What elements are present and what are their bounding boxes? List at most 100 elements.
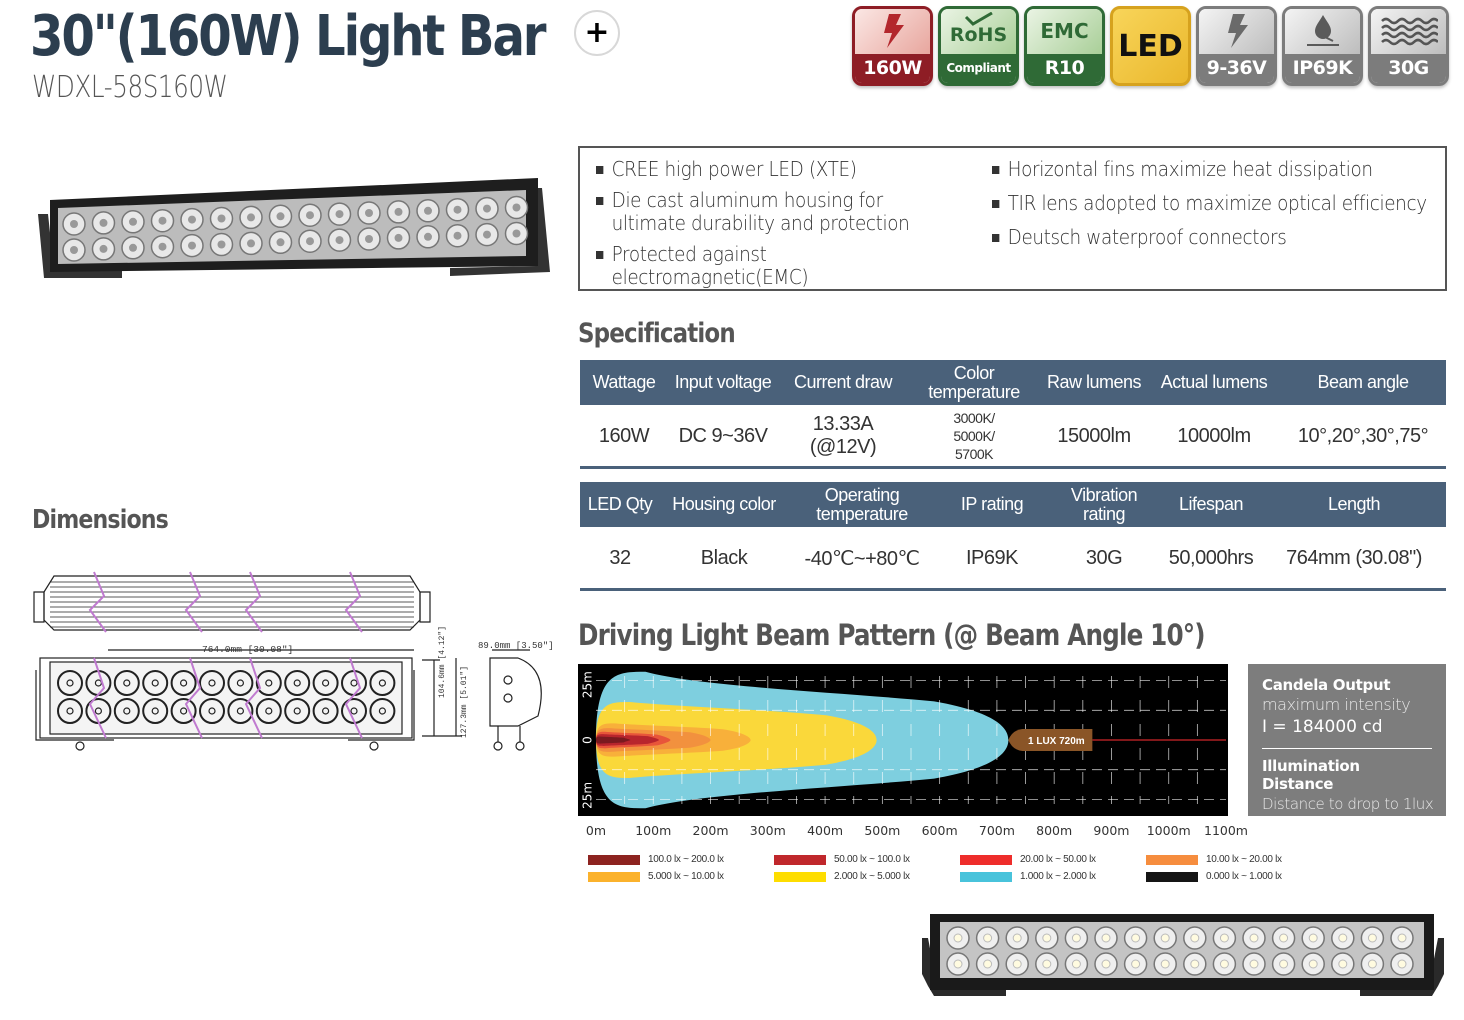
led-center bbox=[378, 679, 386, 687]
led-center bbox=[123, 679, 131, 687]
led-outline bbox=[142, 670, 169, 696]
led-emitter bbox=[1160, 933, 1170, 943]
table-row: 32 Black -40℃~+80℃ IP69K 30G 50,000hrs 7… bbox=[580, 527, 1446, 589]
legend-item: 2.000 lx ~ 5.000 lx bbox=[774, 871, 960, 882]
col-header: Input voltage bbox=[668, 360, 778, 405]
checkmark-icon bbox=[964, 12, 993, 26]
led-emitter bbox=[306, 211, 314, 220]
led-array bbox=[62, 195, 529, 262]
led-outline bbox=[227, 670, 254, 696]
led-emitter bbox=[306, 237, 314, 246]
led-outline bbox=[312, 670, 339, 696]
badge-label: IP69K bbox=[1285, 53, 1360, 83]
legend-label: 20.00 lx ~ 50.00 lx bbox=[1020, 854, 1096, 865]
led-emitter bbox=[217, 240, 226, 249]
led-emitter bbox=[1042, 933, 1052, 943]
front-view-drawing: 764.0mm [30.08"] 104.6mm [4.12"] 127.3mm… bbox=[35, 626, 469, 751]
legend-item: 100.0 lx ~ 200.0 lx bbox=[588, 854, 774, 865]
table-row: 160W DC 9~36V 13.33A (@12V) 3000K/ 5000K… bbox=[580, 405, 1446, 467]
badge-wattage: 160W bbox=[852, 6, 933, 86]
led-emitter bbox=[188, 241, 196, 250]
y-tick-label: 0 bbox=[581, 736, 595, 744]
col-header: Vibration rating bbox=[1048, 482, 1160, 527]
led-emitter bbox=[1249, 959, 1259, 969]
model-number: WDXL-58S160W bbox=[32, 70, 228, 105]
table-cell: 10000lm bbox=[1177, 424, 1251, 447]
col-header: Housing color bbox=[660, 482, 788, 527]
legend-label: 0.000 lx ~ 1.000 lx bbox=[1206, 871, 1282, 882]
legend-label: 100.0 lx ~ 200.0 lx bbox=[648, 854, 724, 865]
led-emitter bbox=[129, 243, 137, 252]
led-emitter bbox=[365, 235, 373, 243]
legend-label: 1.000 lx ~ 2.000 lx bbox=[1020, 871, 1096, 882]
led-center bbox=[378, 707, 386, 715]
legend-label: 2.000 lx ~ 5.000 lx bbox=[834, 871, 910, 882]
led-outline bbox=[170, 698, 197, 724]
water-drop-icon bbox=[1306, 15, 1339, 47]
break-lines bbox=[88, 571, 363, 739]
plus-icon: + bbox=[584, 15, 610, 50]
led-emitter bbox=[1279, 959, 1289, 969]
break-line bbox=[244, 657, 263, 739]
led-emitter bbox=[1101, 959, 1111, 969]
vibration-waves-icon bbox=[1380, 18, 1438, 46]
led-emitter bbox=[394, 233, 403, 242]
x-tick-label: 400m bbox=[807, 823, 843, 838]
led-emitter bbox=[99, 218, 108, 227]
bullet-icon bbox=[992, 166, 1000, 174]
break-line bbox=[184, 571, 203, 633]
led-emitter bbox=[483, 230, 491, 239]
led-outline bbox=[170, 670, 197, 696]
candela-subtitle: maximum intensity bbox=[1262, 695, 1411, 714]
feature-item: Deutsch waterproof connectors bbox=[992, 226, 1449, 249]
break-line bbox=[344, 657, 363, 739]
led-emitter bbox=[953, 933, 963, 943]
led-center bbox=[350, 679, 358, 687]
led-center bbox=[208, 679, 216, 687]
x-tick-label: 100m bbox=[635, 823, 671, 838]
product-image-front bbox=[922, 914, 1444, 996]
col-header: Wattage bbox=[580, 360, 668, 405]
range-annotation-label: 1 LUX 720m bbox=[1028, 736, 1085, 747]
led-center bbox=[123, 707, 131, 715]
legend-swatch bbox=[774, 854, 826, 865]
length-dimension-label: 764.0mm [30.08"] bbox=[202, 644, 293, 655]
badge-label: 160W bbox=[855, 53, 930, 83]
col-header: Beam angle bbox=[1280, 360, 1446, 405]
mount-bracket-right bbox=[450, 188, 550, 276]
led-outline bbox=[57, 670, 83, 696]
table-header-row: LED Qty Housing color Operating temperat… bbox=[580, 482, 1446, 527]
y-tick-label: 25m bbox=[581, 671, 595, 698]
break-line bbox=[244, 571, 263, 633]
led-emitter bbox=[99, 244, 108, 253]
led-emitter bbox=[1131, 933, 1141, 943]
led-emitter bbox=[365, 209, 373, 217]
expand-button[interactable]: + bbox=[574, 10, 620, 56]
led-emitter bbox=[512, 203, 521, 212]
x-tick-label: 1100m bbox=[1204, 823, 1248, 838]
col-header: LED Qty bbox=[580, 482, 660, 527]
table-cell: 764mm (30.08") bbox=[1286, 546, 1422, 569]
led-outline bbox=[227, 698, 254, 724]
led-emitter bbox=[1397, 933, 1407, 943]
mount-bracket-left bbox=[922, 938, 1006, 996]
illumination-subtitle: Distance to drop to 1lux bbox=[1262, 795, 1434, 813]
led-outline bbox=[199, 698, 225, 724]
led-outline bbox=[369, 698, 396, 724]
legend-item: 20.00 lx ~ 50.00 lx bbox=[960, 854, 1146, 865]
x-tick-label: 600m bbox=[922, 823, 958, 838]
led-outline bbox=[57, 698, 83, 724]
led-emitter bbox=[1071, 933, 1081, 943]
led-emitter bbox=[1042, 959, 1052, 969]
led-center bbox=[208, 707, 216, 715]
col-header: Color temperature bbox=[908, 360, 1040, 405]
led-emitter bbox=[453, 231, 462, 240]
x-tick-label: 0m bbox=[586, 823, 606, 838]
x-tick-label: 900m bbox=[1093, 823, 1129, 838]
led-emitter bbox=[1190, 959, 1200, 969]
x-tick-label: 700m bbox=[979, 823, 1015, 838]
led-center bbox=[322, 707, 330, 715]
led-center bbox=[236, 707, 244, 715]
table-header-row: Wattage Input voltage Current draw Color… bbox=[580, 360, 1446, 405]
badge-top-text: EMC bbox=[1040, 19, 1089, 44]
